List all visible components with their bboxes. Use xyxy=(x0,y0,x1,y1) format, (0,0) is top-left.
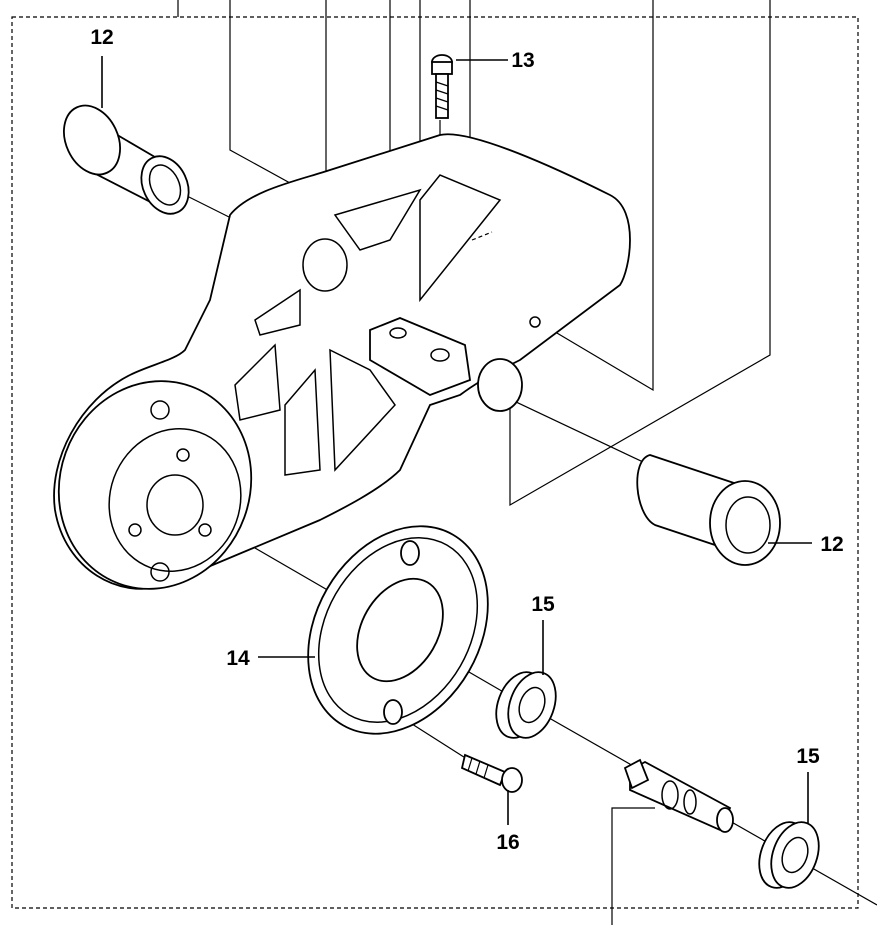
callout-13: 13 xyxy=(511,49,534,72)
callout-12-right: 12 xyxy=(820,533,843,556)
dashed-frame xyxy=(11,16,859,909)
callout-15-mid: 15 xyxy=(531,593,555,616)
screw-13 xyxy=(431,54,453,119)
shaft xyxy=(623,758,734,833)
housing xyxy=(53,133,631,590)
screw-16 xyxy=(460,753,523,793)
callout-14: 14 xyxy=(226,647,250,670)
callout-15-right: 15 xyxy=(796,745,820,768)
callout-12-top: 12 xyxy=(90,26,113,49)
gear-ring-14 xyxy=(307,525,489,735)
callout-16: 16 xyxy=(496,831,519,854)
bushing-right xyxy=(636,454,781,566)
callout-leaders xyxy=(101,56,812,825)
bearing-15-right xyxy=(758,821,820,889)
bearing-15-mid xyxy=(495,671,557,739)
bushing-top-left xyxy=(63,104,190,215)
